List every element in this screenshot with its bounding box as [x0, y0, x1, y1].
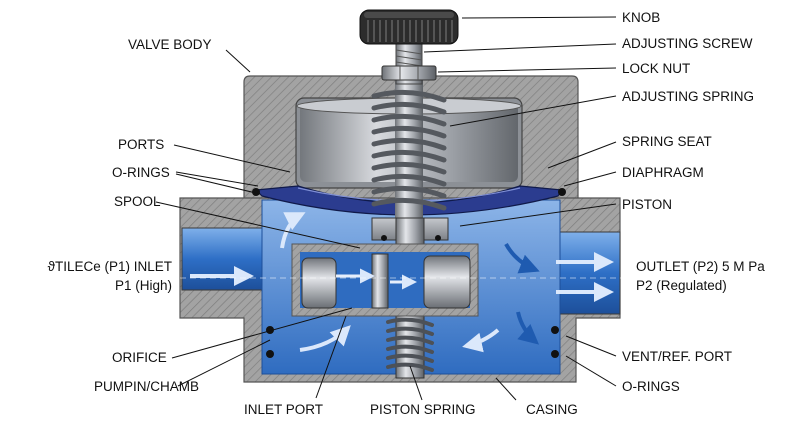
label-outlet-line2: P2 (Regulated)	[636, 278, 727, 293]
label-knob: KNOB	[622, 10, 660, 25]
outlet-flow-arrows	[556, 252, 614, 302]
label-casing: CASING	[526, 402, 578, 417]
label-piston-spring: PISTON SPRING	[370, 402, 476, 417]
lock-nut	[381, 65, 437, 81]
label-valve-body: VALVE BODY	[128, 37, 212, 52]
label-adjusting-spring: ADJUSTING SPRING	[622, 89, 754, 104]
o-rings	[252, 188, 566, 358]
label-inlet-line1: ϑTILECe (P1) INLET	[48, 259, 172, 274]
label-orifice: ORIFICE	[112, 350, 167, 365]
spool-assembly	[291, 243, 479, 317]
label-piston: PISTON	[622, 197, 672, 212]
label-o-rings-right: O-RINGS	[622, 379, 680, 394]
label-o-rings-left: O-RINGS	[112, 165, 170, 180]
chamber-flow-arrows	[280, 212, 540, 353]
label-pumpin-chamb: PUMPIN/CHAMB	[94, 379, 199, 394]
label-adjusting-screw: ADJUSTING SCREW	[622, 36, 753, 51]
adjusting-spring	[371, 70, 447, 220]
piston-spring	[386, 317, 434, 372]
label-diaphragm: DIAPHRAGM	[622, 165, 704, 180]
label-spring-seat: SPRING SEAT	[622, 134, 712, 149]
label-lock-nut: LOCK NUT	[622, 61, 690, 76]
label-ports: PORTS	[118, 137, 164, 152]
label-vent-ref-port: VENT/REF. PORT	[622, 349, 732, 364]
label-spool: SPOOL	[114, 194, 161, 209]
knob	[359, 9, 459, 45]
label-inlet-line2: P1 (High)	[115, 278, 172, 293]
label-inlet-port: INLET PORT	[244, 402, 323, 417]
leader-lines	[155, 16, 617, 401]
labels: KNOB VALVE BODY ADJUSTING SCREW LOCK NUT…	[48, 10, 766, 417]
label-outlet-line1: OUTLET (P2) 5 M Pa	[636, 259, 765, 274]
